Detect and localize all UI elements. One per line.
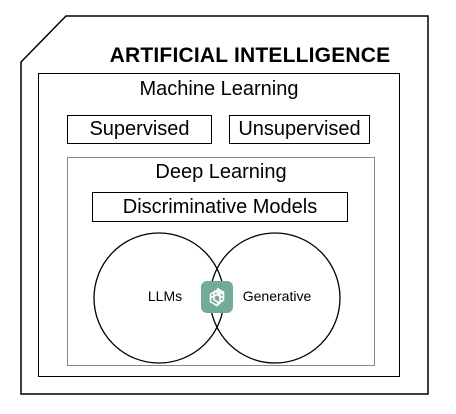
supervised-label: Supervised: [89, 118, 190, 140]
unsupervised-box: Unsupervised: [229, 115, 370, 144]
generative-label: Generative: [242, 288, 312, 304]
deep-learning-box: [67, 157, 375, 366]
machine-learning-box: [38, 73, 400, 377]
llms-label: LLMs: [147, 288, 183, 304]
openai-logo-icon: [201, 281, 233, 313]
deep-learning-label: Deep Learning: [155, 161, 287, 183]
diagram-title: ARTIFICIAL INTELLIGENCE: [109, 44, 391, 67]
machine-learning-label: Machine Learning: [139, 78, 299, 100]
supervised-box: Supervised: [67, 115, 212, 144]
discriminative-models-box: Discriminative Models: [92, 192, 348, 222]
unsupervised-label: Unsupervised: [238, 118, 361, 140]
discriminative-models-label: Discriminative Models: [122, 195, 318, 218]
